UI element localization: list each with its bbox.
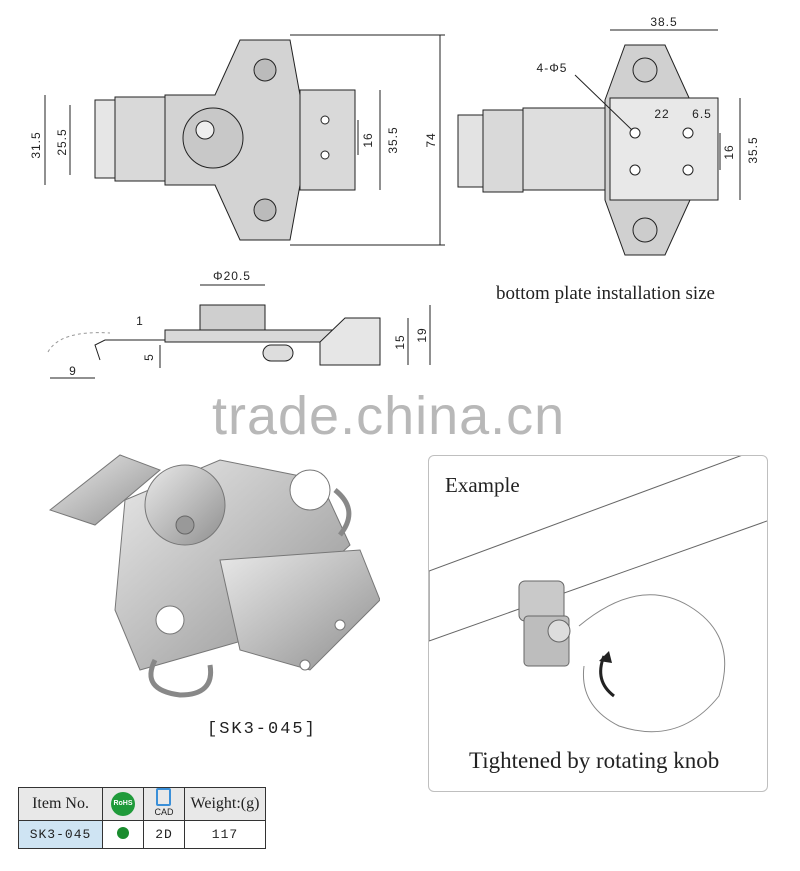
plate-dim-width: 38.5 bbox=[650, 15, 677, 29]
knob-outline bbox=[182, 107, 244, 169]
dim-left-inner: 25.5 bbox=[55, 128, 69, 155]
cell-item: SK3-045 bbox=[18, 820, 103, 849]
plate-dim-height: 35.5 bbox=[746, 136, 760, 163]
header-item: Item No. bbox=[18, 787, 103, 821]
side-dim-knob: Φ20.5 bbox=[213, 269, 251, 283]
mount-hole-2 bbox=[682, 127, 694, 139]
bottom-hole bbox=[253, 198, 277, 222]
product-photo bbox=[48, 454, 380, 698]
example-latch-top bbox=[518, 580, 565, 622]
example-title: Example bbox=[445, 473, 520, 497]
technical-drawing: 31.5 25.5 16 35.5 74 38.5 4-Φ5 22 6.5 16… bbox=[29, 15, 760, 379]
dim-overall-height: 74 bbox=[424, 132, 438, 147]
header-weight: Weight:(g) bbox=[184, 787, 266, 821]
mount-hole-4 bbox=[682, 164, 694, 176]
cell-weight: 117 bbox=[184, 820, 266, 849]
example-hand bbox=[578, 594, 726, 733]
side-dim-thickness: 1 bbox=[136, 314, 144, 328]
part-code: [SK3-045] bbox=[207, 720, 317, 739]
bracket-hole-bottom bbox=[632, 217, 658, 243]
plate-view-body bbox=[522, 107, 606, 191]
strap-body bbox=[114, 96, 166, 182]
rohs-icon: RoHS bbox=[111, 792, 135, 816]
top-hole bbox=[253, 58, 277, 82]
base-plate bbox=[299, 89, 356, 191]
side-dim-height-b: 19 bbox=[415, 327, 429, 342]
header-rohs: RoHS bbox=[102, 787, 144, 821]
spec-table: Item No. RoHS CAD Weight:(g) SK3-045 2D … bbox=[18, 787, 266, 849]
plate-dim-hole-x: 22 bbox=[654, 107, 669, 121]
side-knob bbox=[199, 304, 266, 331]
mount-hole-3 bbox=[629, 164, 641, 176]
side-dim-height-a: 15 bbox=[393, 334, 407, 349]
side-dim-hook-length: 9 bbox=[69, 364, 77, 378]
side-spring bbox=[262, 344, 294, 362]
header-cad: CAD bbox=[143, 787, 185, 821]
cad-icon: CAD bbox=[154, 788, 174, 817]
spec-data-row: SK3-045 2D 117 bbox=[18, 820, 266, 849]
mounting-plate bbox=[609, 97, 719, 201]
rohs-compliant-icon bbox=[117, 826, 129, 839]
cell-rohs bbox=[102, 820, 144, 849]
plate-dim-hole-offset: 6.5 bbox=[692, 107, 712, 121]
strap-end bbox=[94, 99, 116, 179]
dim-hole-spacing: 16 bbox=[361, 132, 375, 147]
plate-dim-hole-spacing: 16 bbox=[722, 144, 736, 159]
bracket-hole-top bbox=[632, 57, 658, 83]
side-dim-hook-height: 5 bbox=[142, 353, 156, 361]
plate-view-strap-end bbox=[457, 114, 484, 188]
side-hook bbox=[94, 339, 165, 361]
side-plate bbox=[319, 317, 381, 366]
dim-left-outer: 31.5 bbox=[29, 131, 43, 158]
plate-hole-2 bbox=[320, 150, 330, 160]
spec-header-row: Item No. RoHS CAD Weight:(g) bbox=[18, 787, 266, 821]
plate-dim-holes: 4-Φ5 bbox=[537, 61, 568, 75]
example-illustration bbox=[429, 456, 767, 733]
example-caption: Tightened by rotating knob bbox=[469, 748, 720, 773]
dim-plate-height: 35.5 bbox=[386, 126, 400, 153]
plate-view-strap bbox=[482, 109, 524, 193]
plate-hole-1 bbox=[320, 115, 330, 125]
plate-caption: bottom plate installation size bbox=[496, 283, 715, 304]
mount-hole-1 bbox=[629, 127, 641, 139]
knob-center bbox=[195, 120, 215, 140]
watermark: trade.china.cn bbox=[212, 386, 566, 446]
example-panel: Example Tightened by rotating knob bbox=[428, 455, 768, 792]
cell-cad: 2D bbox=[143, 820, 185, 849]
